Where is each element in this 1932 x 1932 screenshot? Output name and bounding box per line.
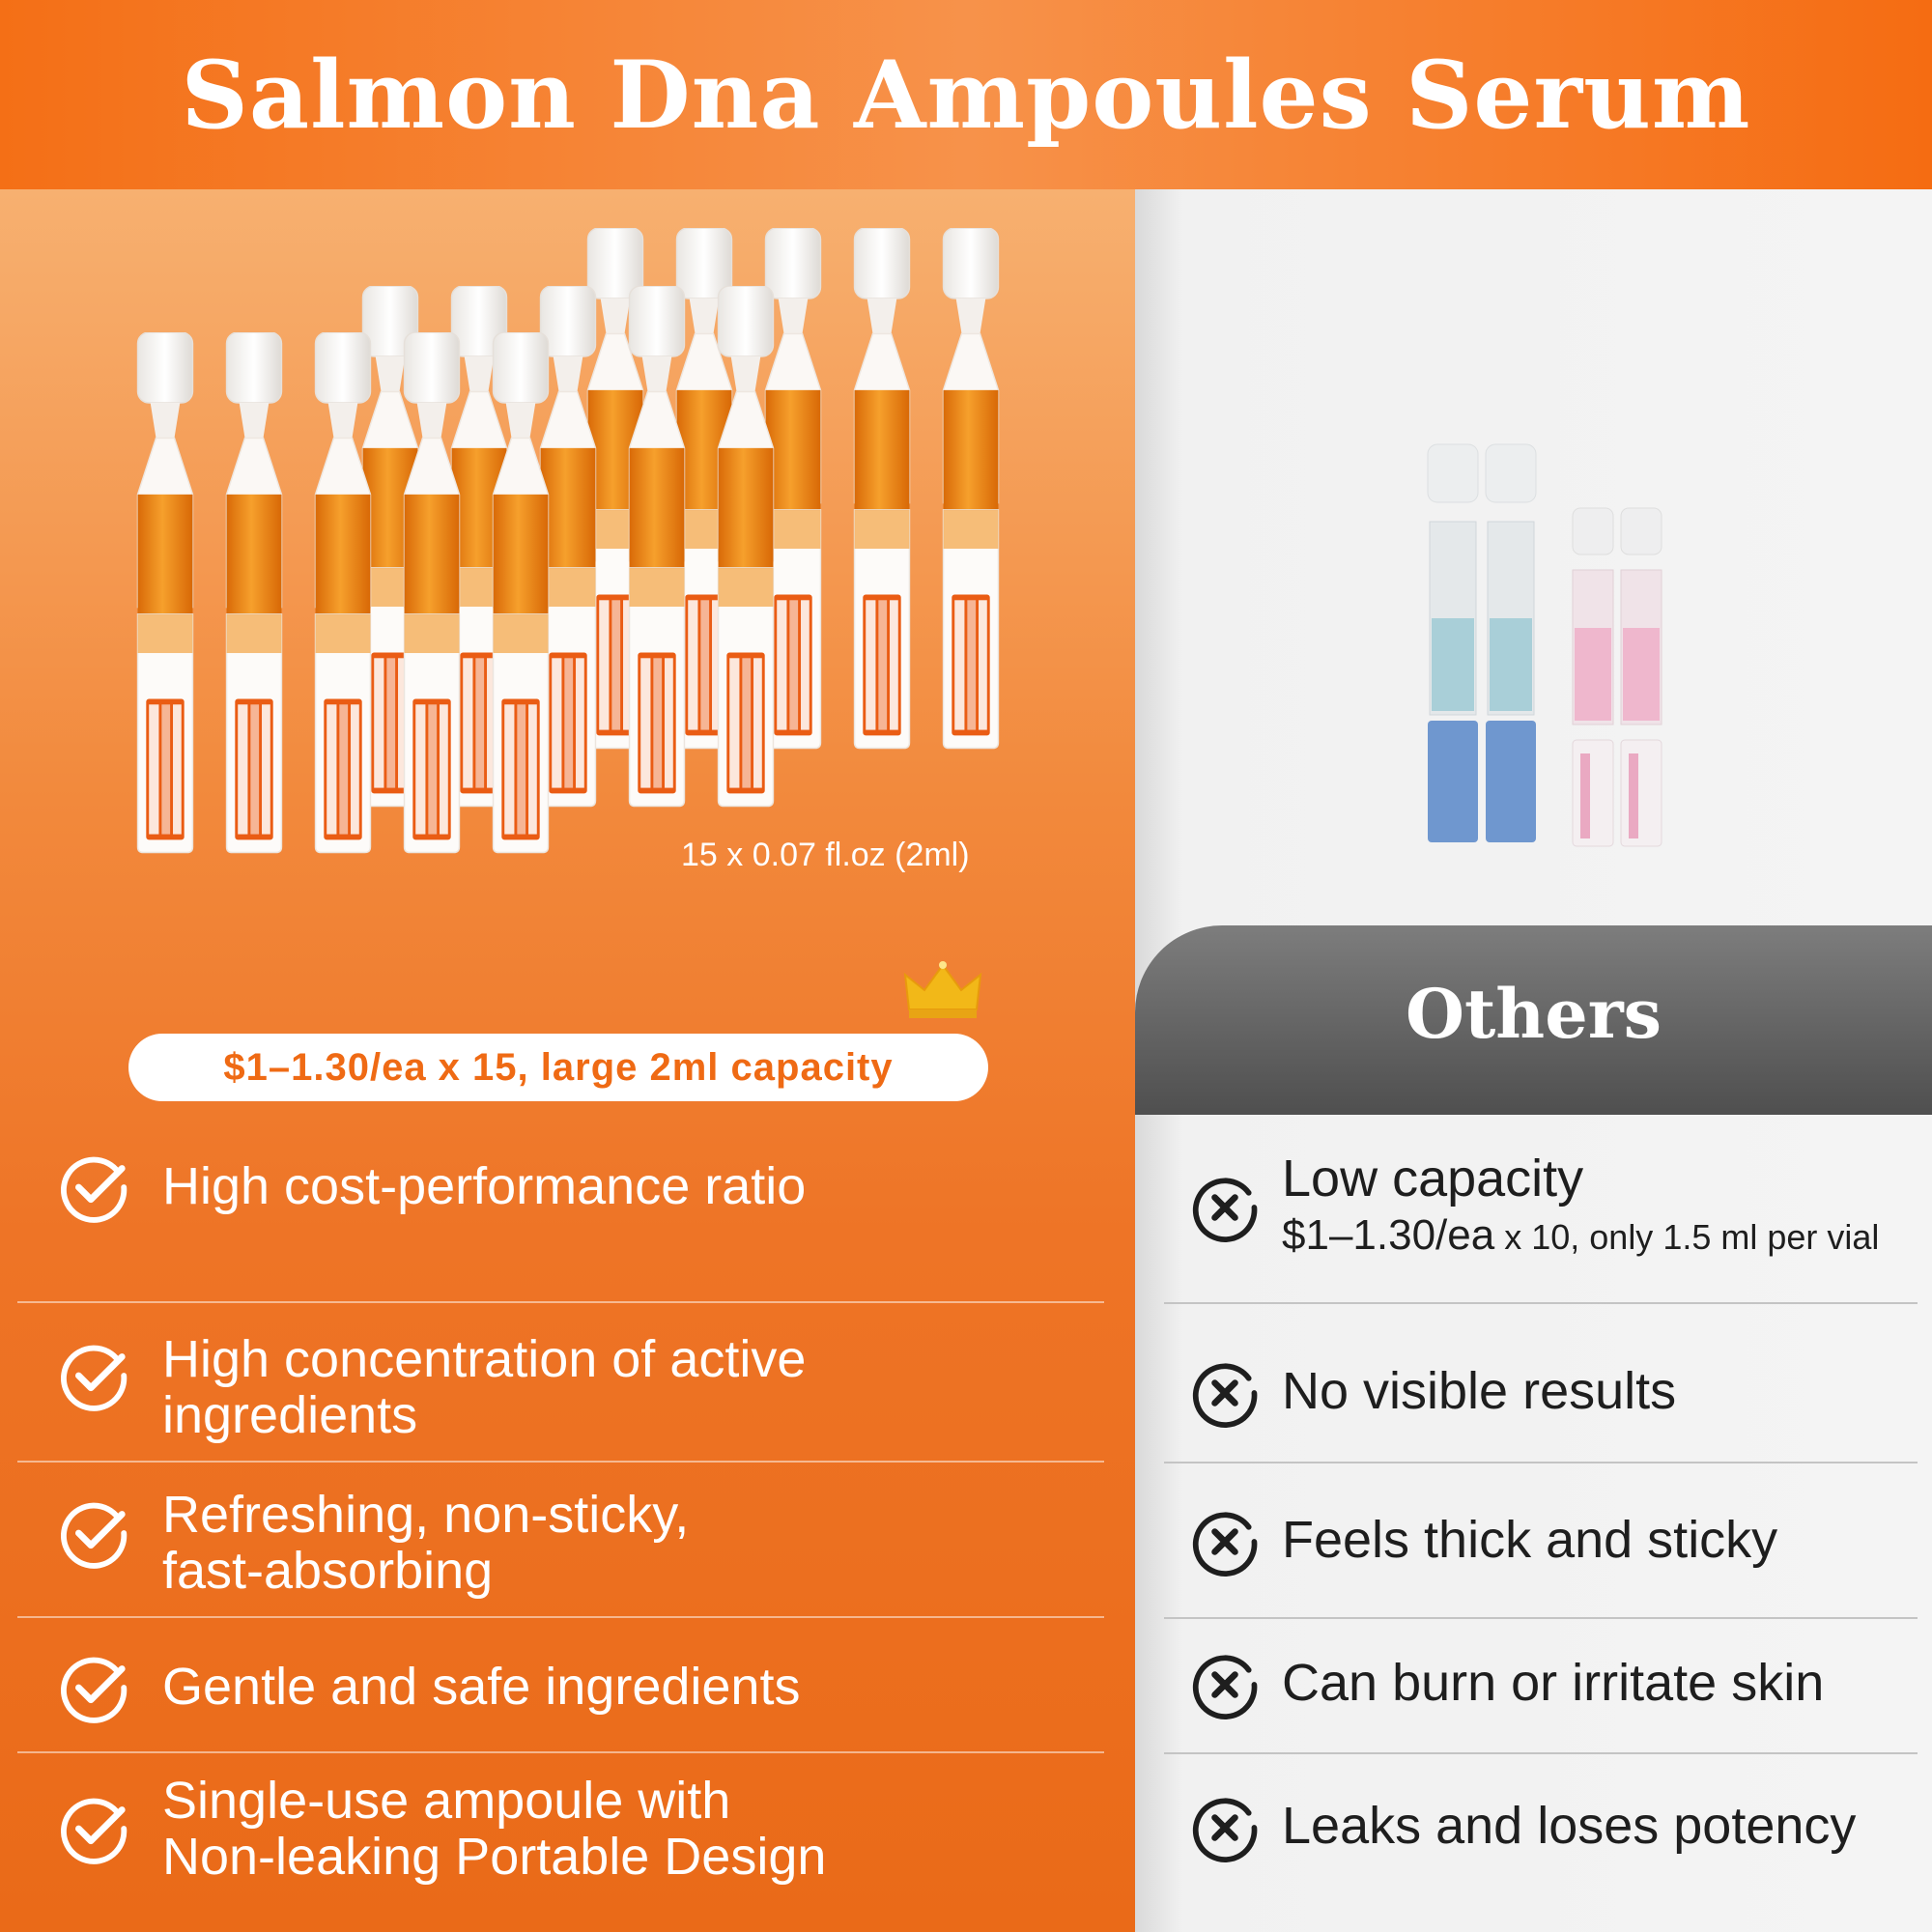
capacity-note: 15 x 0.07 fl.oz (2ml) bbox=[681, 837, 970, 873]
x-circle-icon bbox=[1192, 1363, 1258, 1428]
feature-text: Refreshing, non-sticky, bbox=[162, 1486, 690, 1544]
header-banner: Salmon Dna Ampoules Serum bbox=[0, 0, 1932, 189]
divider bbox=[17, 1751, 1104, 1753]
divider bbox=[17, 1301, 1104, 1303]
check-circle-icon bbox=[61, 1657, 128, 1723]
feature-text: fast-absorbing bbox=[162, 1542, 494, 1600]
others-text: Leaks and loses potency bbox=[1282, 1797, 1857, 1855]
others-text: Low capacity bbox=[1282, 1150, 1584, 1208]
crown-icon bbox=[903, 961, 982, 1018]
check-circle-icon bbox=[61, 1798, 128, 1864]
other-ampoules-image bbox=[1427, 443, 1662, 847]
others-subtext: $1–1.30/ea x 10, only 1.5 ml per vial bbox=[1282, 1211, 1880, 1259]
check-circle-icon bbox=[61, 1156, 128, 1223]
others-text: Can burn or irritate skin bbox=[1282, 1654, 1825, 1712]
feature-text: Non-leaking Portable Design bbox=[162, 1828, 827, 1886]
others-text: No visible results bbox=[1282, 1362, 1677, 1420]
others-title: Others bbox=[1405, 974, 1662, 1054]
x-circle-icon bbox=[1192, 1178, 1258, 1242]
divider bbox=[17, 1461, 1104, 1463]
others-text: Feels thick and sticky bbox=[1282, 1511, 1778, 1569]
feature-text: High concentration of active bbox=[162, 1330, 807, 1388]
divider bbox=[1164, 1617, 1918, 1619]
feature-text: Single-use ampoule with bbox=[162, 1772, 731, 1830]
divider bbox=[17, 1616, 1104, 1618]
divider bbox=[1164, 1752, 1918, 1754]
page-title: Salmon Dna Ampoules Serum bbox=[181, 40, 1751, 150]
x-circle-icon bbox=[1192, 1655, 1258, 1719]
blue-ampoules bbox=[1427, 443, 1537, 842]
divider bbox=[1164, 1302, 1918, 1304]
check-circle-icon bbox=[61, 1502, 128, 1569]
feature-text: Gentle and safe ingredients bbox=[162, 1658, 801, 1716]
feature-text: ingredients bbox=[162, 1386, 418, 1444]
feature-text: High cost-performance ratio bbox=[162, 1157, 807, 1215]
ampoule-vials-image bbox=[136, 228, 1000, 854]
pink-ampoules bbox=[1572, 507, 1662, 847]
x-circle-icon bbox=[1192, 1512, 1258, 1577]
check-circle-icon bbox=[61, 1345, 128, 1411]
others-heading: Others bbox=[1135, 925, 1932, 1115]
divider bbox=[1164, 1462, 1918, 1463]
price-highlight-pill: $1–1.30/ea x 15, large 2ml capacity bbox=[128, 1034, 988, 1101]
x-circle-icon bbox=[1192, 1798, 1258, 1862]
